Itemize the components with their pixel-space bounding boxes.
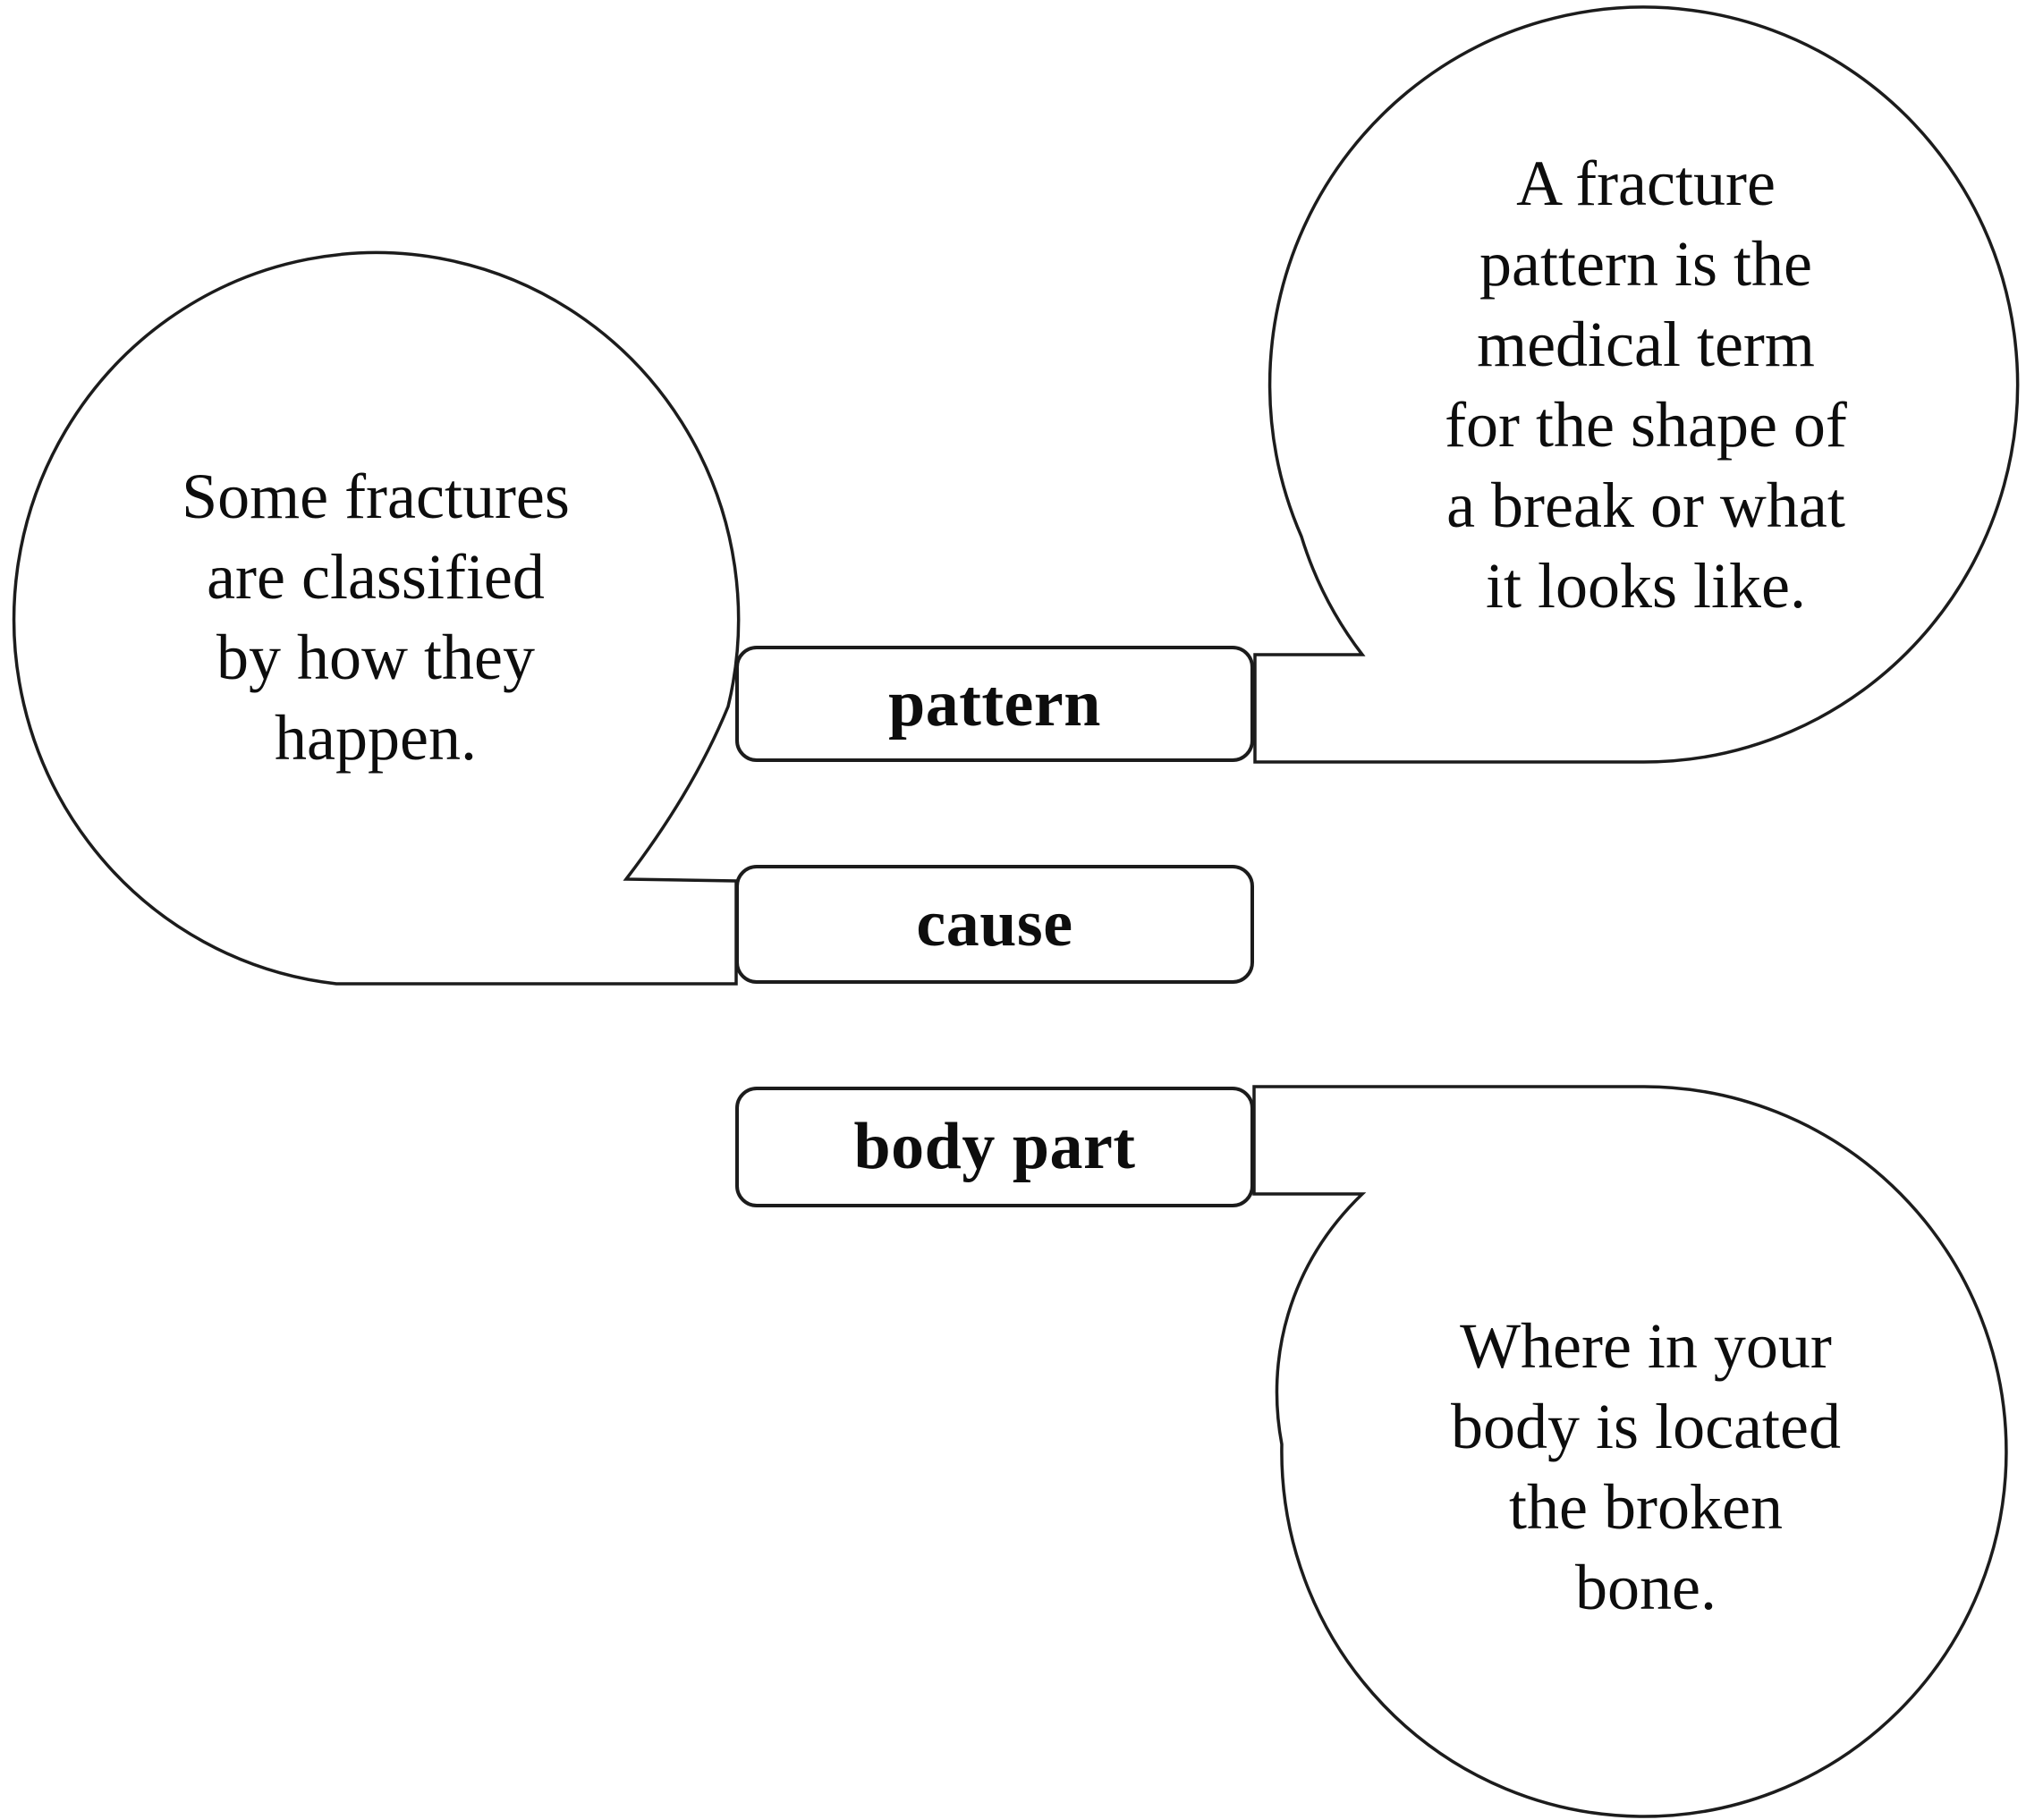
bottom-right-bubble-text: Where in your body is located the broken… (1451, 1310, 1841, 1623)
body-part-box: body part (735, 1087, 1254, 1207)
left-bubble-text: Some fractures are classified by how the… (182, 461, 570, 774)
pattern-box-label: pattern (888, 666, 1101, 741)
pattern-box: pattern (735, 646, 1254, 762)
cause-box-label: cause (916, 887, 1073, 961)
left-speech-bubble-shape (12, 250, 741, 986)
cause-box: cause (735, 865, 1254, 984)
bottom-right-speech-bubble-shape (1252, 1085, 2008, 1818)
top-right-speech-bubble-shape (1253, 5, 2020, 764)
body-part-box-label: body part (853, 1110, 1136, 1183)
top-right-bubble-text: A fracture pattern is the medical term f… (1445, 148, 1847, 622)
